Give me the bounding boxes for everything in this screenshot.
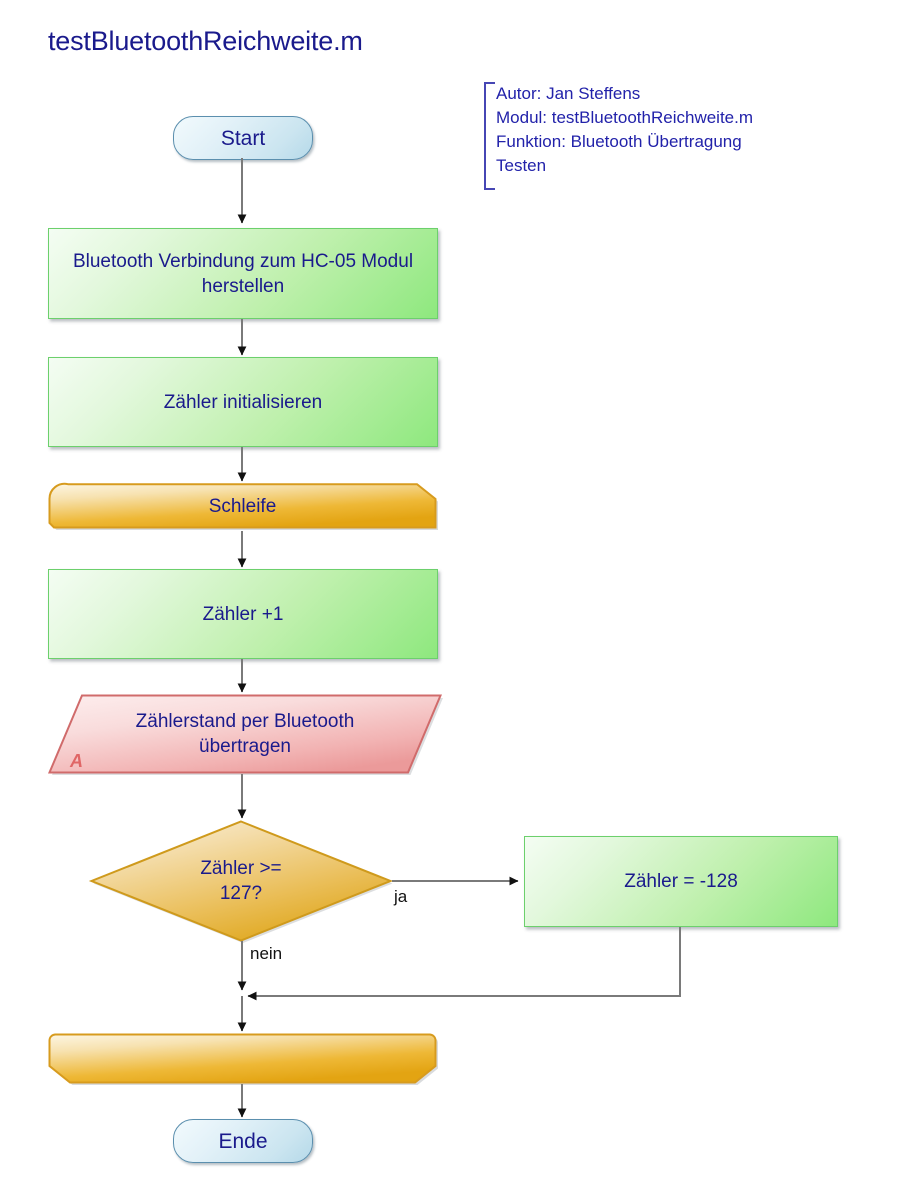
node-start-label: Start — [220, 126, 266, 150]
node-loop-start-label: Schleife — [208, 495, 277, 517]
node-end-label: Ende — [218, 1129, 268, 1153]
node-increment[interactable]: Zähler +1 — [48, 569, 438, 659]
node-reset-label: Zähler = -128 — [624, 871, 738, 892]
node-transmit-label: Zählerstand per Bluetooth übertragen — [135, 711, 355, 757]
node-init-label: Zähler initialisieren — [163, 391, 323, 413]
node-loop-end[interactable] — [48, 1033, 439, 1085]
loop-end-shape — [48, 1033, 439, 1085]
page-title: testBluetoothReichweite.m — [48, 26, 363, 56]
note-line-module: Modul: testBluetoothReichweite.m — [496, 108, 754, 127]
node-loop-start-text-wrap: Schleife — [48, 483, 437, 529]
note-block: Autor: Jan Steffens Modul: testBluetooth… — [484, 82, 754, 190]
node-decision-text-wrap: Zähler >= 127? — [90, 820, 392, 942]
note-line-function-cont: Testen — [496, 156, 547, 175]
node-decision[interactable]: Zähler >= 127? — [88, 820, 394, 943]
transmit-shape — [47, 694, 443, 775]
node-loop-end-text-wrap — [48, 1033, 437, 1084]
node-loop-start[interactable]: Schleife — [48, 482, 438, 530]
note-line-author: Autor: Jan Steffens — [496, 84, 641, 103]
node-reset[interactable]: Zähler = -128 — [524, 836, 838, 927]
node-end[interactable]: Ende — [173, 1119, 313, 1163]
node-init[interactable]: Zähler initialisieren — [48, 357, 438, 447]
note-bracket — [484, 82, 495, 190]
node-transmit[interactable]: Zählerstand per Bluetooth übertragen A — [47, 694, 443, 775]
note-line-function: Funktion: Bluetooth Übertragung — [496, 132, 742, 151]
node-connect[interactable]: Bluetooth Verbindung zum HC-05 Modul her… — [48, 228, 438, 319]
node-transmit-text-wrap: Zählerstand per Bluetooth übertragen — [48, 694, 442, 774]
node-start[interactable]: Start — [173, 116, 313, 160]
node-decision-label: Zähler >= 127? — [200, 858, 282, 904]
node-transmit-tag: A — [70, 751, 83, 771]
decision-shape — [88, 820, 394, 943]
loop-start-shape — [48, 482, 438, 530]
node-increment-label: Zähler +1 — [202, 603, 284, 625]
edge-label-yes: ja — [394, 887, 408, 906]
edge-label-no: nein — [250, 944, 283, 963]
node-connect-label: Bluetooth Verbindung zum HC-05 Modul her… — [72, 250, 414, 297]
